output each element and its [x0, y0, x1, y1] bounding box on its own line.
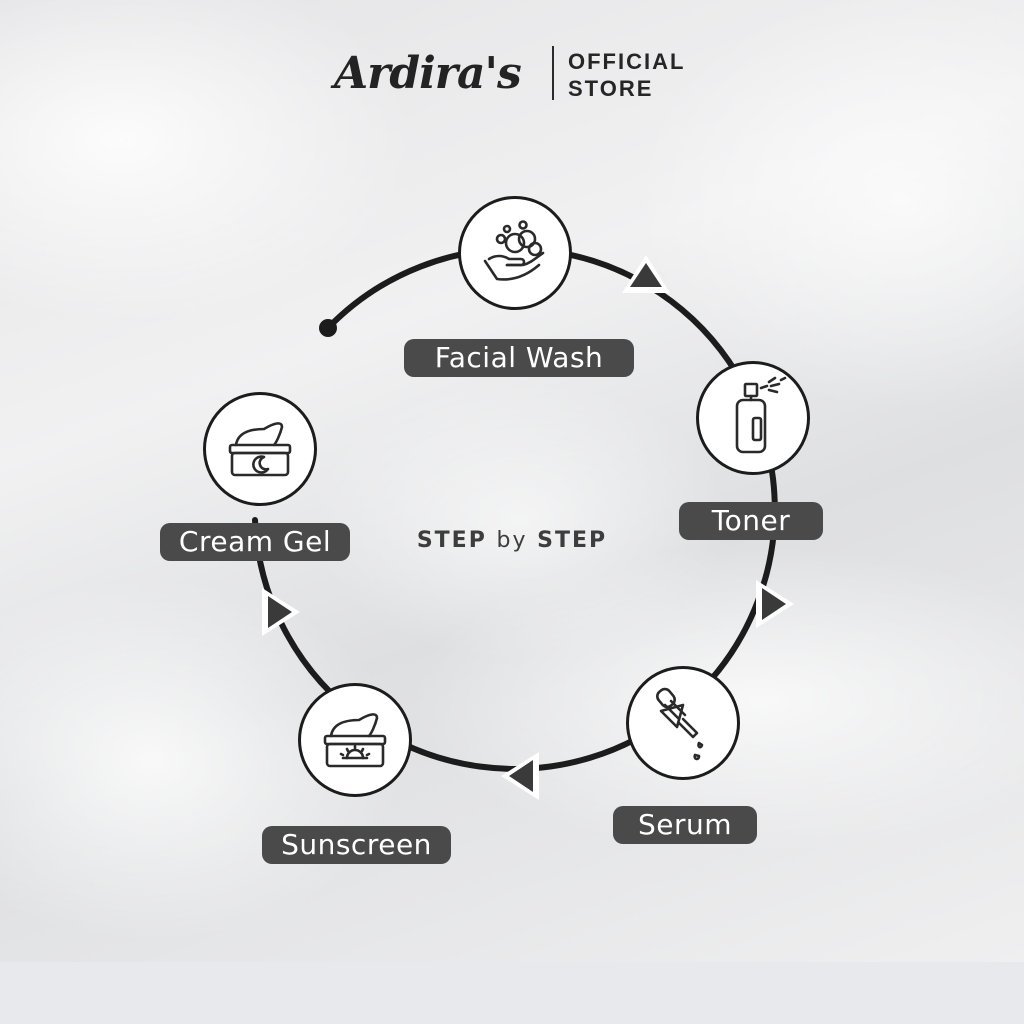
diagram-title-part1: STEP: [416, 528, 487, 553]
diagram-title-part3: STEP: [537, 528, 608, 553]
spray-bottle-icon: [735, 376, 787, 454]
hand-foam-icon: [483, 220, 545, 281]
step-toner-label: Toner: [679, 502, 823, 540]
step-sunscreen-circle: [298, 683, 412, 797]
step-sunscreen-label: Sunscreen: [262, 826, 451, 864]
start-dot: [319, 319, 337, 337]
step-cream-gel-label: Cream Gel: [160, 523, 350, 561]
direction-arrow: [262, 588, 300, 636]
step-facial-wash-label: Facial Wash: [404, 339, 634, 377]
diagram-title: STEP by STEP: [400, 528, 624, 553]
step-serum-circle: [626, 666, 740, 780]
bottom-band: [0, 962, 1024, 1024]
diagram-title-part2: by: [496, 528, 528, 553]
background: [0, 0, 1024, 962]
store-tag-line2: STORE: [568, 76, 654, 101]
cycle-diagram: [252, 245, 794, 800]
direction-arrow: [756, 580, 794, 628]
direction-arrow: [501, 752, 539, 800]
header: Ardira's OFFICIAL STORE: [0, 42, 1024, 106]
brand-logo: Ardira's: [334, 48, 522, 99]
dropper-icon: [656, 687, 704, 761]
step-cream-gel-circle: [203, 392, 317, 506]
brand-divider: [552, 46, 554, 100]
step-serum-label: Serum: [613, 806, 757, 844]
store-tag-line1: OFFICIAL: [568, 49, 686, 74]
direction-arrow: [622, 255, 670, 293]
step-toner-circle: [696, 361, 810, 475]
sun-cream-jar-icon: [323, 713, 387, 768]
store-tag: OFFICIAL STORE: [568, 48, 685, 102]
step-facial-wash-circle: [458, 196, 572, 310]
moon-cream-jar-icon: [228, 422, 292, 477]
